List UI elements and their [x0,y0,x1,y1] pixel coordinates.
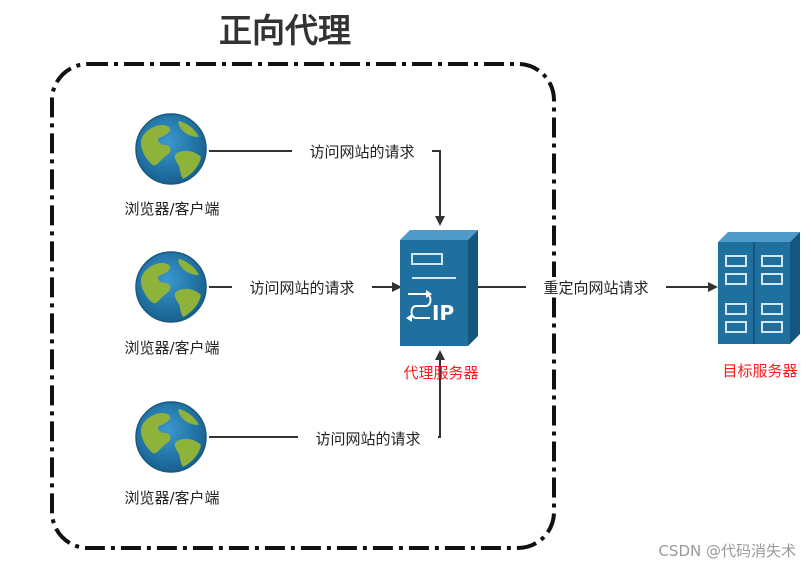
target-server: 目标服务器 [718,232,800,380]
client-1: 浏览器/客户端 [124,113,220,218]
globe-icon [135,401,207,473]
client-3: 浏览器/客户端 [124,401,220,507]
edge-label: 重定向网站请求 [543,279,648,297]
client-2: 浏览器/客户端 [124,251,220,357]
proxy-server: IP 代理服务器 [400,230,479,382]
client-label: 浏览器/客户端 [124,200,219,218]
edge-proxy-to-target: 重定向网站请求 [478,277,718,297]
edge-client-2-to-proxy: 访问网站的请求 [209,277,402,297]
edge-client-1-to-proxy: 访问网站的请求 [209,141,445,226]
watermark: CSDN @代码消失术 [658,542,796,560]
client-label: 浏览器/客户端 [124,489,219,507]
globe-icon [135,251,207,323]
proxy-ip-badge: IP [432,301,454,325]
client-label: 浏览器/客户端 [124,339,219,357]
server-rack-icon [718,232,800,344]
edge-label: 访问网站的请求 [309,143,414,161]
globe-icon [135,113,207,185]
diagram-title: 正向代理 [219,11,351,50]
edge-label: 访问网站的请求 [315,430,420,448]
edge-client-3-to-proxy: 访问网站的请求 [209,350,445,448]
target-server-label: 目标服务器 [722,362,797,380]
edge-label: 访问网站的请求 [249,279,354,297]
proxy-server-icon: IP [400,230,478,346]
forward-proxy-boundary [50,62,556,550]
proxy-server-label: 代理服务器 [403,364,478,382]
